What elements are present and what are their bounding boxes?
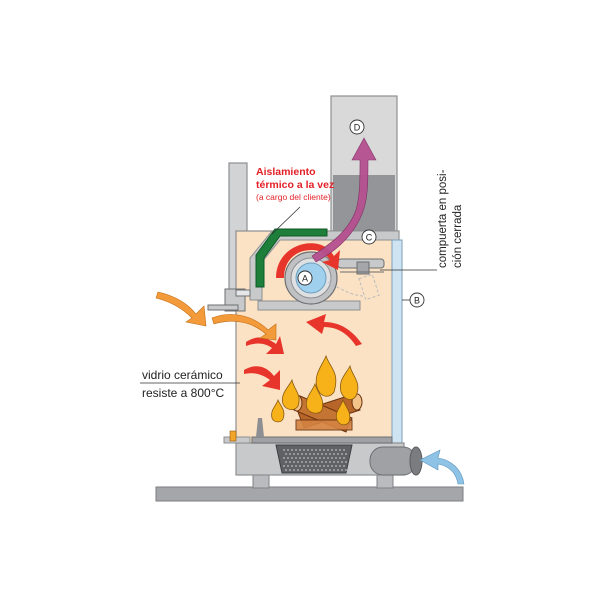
floor-plate xyxy=(155,486,464,502)
svg-text:C: C xyxy=(366,233,373,243)
insulation-label-line3: (a cargo del cliente) xyxy=(256,192,331,202)
insulation-band xyxy=(255,228,328,288)
damper-label: compuerta en posi- ción cerrada xyxy=(437,169,464,268)
svg-text:B: B xyxy=(414,296,420,306)
glass-label-line1: vidrio cerámico xyxy=(142,368,223,382)
flame-icon xyxy=(271,354,359,426)
marker-d: D xyxy=(349,119,365,135)
intake-duct-icon xyxy=(369,446,423,476)
foot-right xyxy=(376,473,394,489)
svg-text:compuerta en posi-: compuerta en posi- xyxy=(437,169,449,268)
insulation-label-line1: Aislamiento xyxy=(256,166,316,178)
warm-air-arrows xyxy=(155,291,277,341)
marker-a: A xyxy=(297,270,313,286)
insulation-label-line2: térmico a la vez xyxy=(256,179,334,191)
grate-bar xyxy=(251,436,393,444)
svg-text:A: A xyxy=(302,274,308,284)
glass-label-line2: resiste a 800°C xyxy=(142,386,225,400)
marker-b: B xyxy=(409,292,425,308)
marker-c: C xyxy=(361,229,377,245)
left-rail xyxy=(223,436,251,444)
exhaust-arrow xyxy=(311,137,377,263)
cold-air-arrow xyxy=(419,449,465,485)
hot-air-arrows xyxy=(244,314,362,390)
svg-text:D: D xyxy=(354,123,361,133)
front-toe xyxy=(229,430,237,442)
insulation-leader xyxy=(271,206,301,235)
svg-text:ción cerrada: ción cerrada xyxy=(452,204,464,268)
foot-left xyxy=(252,473,270,489)
grate-support xyxy=(256,418,264,437)
front-air-fitting xyxy=(207,288,251,312)
ash-tray-icon xyxy=(275,444,353,474)
damper-mechanism xyxy=(327,258,385,301)
side-panel xyxy=(391,239,403,455)
